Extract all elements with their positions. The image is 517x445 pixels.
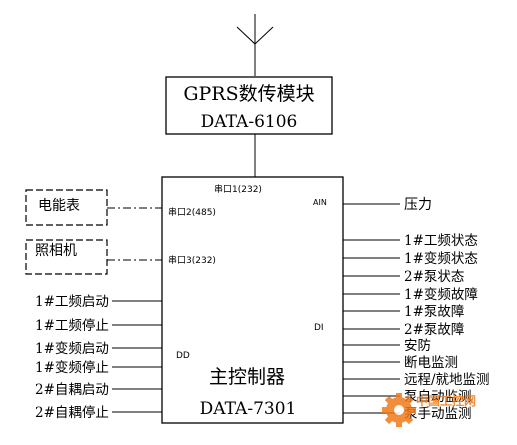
gprs-module-box <box>165 76 333 135</box>
serial2-port-label: 串口2(485) <box>168 207 216 218</box>
antenna-icon <box>236 14 274 76</box>
di-signal-label: 安防 <box>404 338 431 354</box>
ain-signal-label: 压力 <box>404 197 432 213</box>
ain-port-label: AIN <box>313 198 327 207</box>
gprs-module-model: DATA-6106 <box>201 112 298 132</box>
di-signal-label: 1#工频状态 <box>404 233 478 249</box>
dd-port-label: DD <box>176 351 190 361</box>
di-signal-label: 2#泵故障 <box>404 322 464 338</box>
meter-box <box>25 189 108 226</box>
di-signal-label: 1#变频故障 <box>404 287 478 303</box>
di-signal-label: 1#变频状态 <box>404 251 478 267</box>
controller-box <box>161 176 344 424</box>
watermark-text: 中国工控网 <box>416 393 476 408</box>
di-signal-label: 断电监测 <box>404 355 458 371</box>
di-signal-label: 泵自动监测 <box>404 389 472 405</box>
di-signal-labels: 1#工频状态 1#变频状态 2#泵状态 1#变频故障 1#泵故障 2#泵故障 安… <box>404 233 490 422</box>
dd-signal-label: 2#自耦启动 <box>35 382 109 398</box>
di-signals <box>343 239 400 414</box>
dd-signal-label: 1#工频停止 <box>35 317 109 334</box>
di-signal-label: 泵手动监测 <box>404 406 472 422</box>
dd-signal-label: 1#工频启动 <box>35 294 109 310</box>
serial3-port-label: 串口3(232) <box>168 255 216 266</box>
camera-box <box>25 239 108 275</box>
di-signal-label: 2#泵状态 <box>404 269 464 285</box>
di-signal-label: 远程/就地监测 <box>404 372 490 388</box>
controller-name: 主控制器 <box>209 366 285 388</box>
di-port-label: DI <box>314 323 324 333</box>
meter-label: 电能表 <box>38 198 80 214</box>
gear-icon <box>382 393 416 427</box>
dd-signal-label: 1#变频停止 <box>35 359 109 376</box>
di-signal-label: 1#泵故障 <box>404 304 464 320</box>
controller-model: DATA-7301 <box>200 399 297 419</box>
dd-signals <box>112 300 162 413</box>
camera-label: 照相机 <box>35 243 77 259</box>
serial1-port-label: 串口1(232) <box>214 184 262 195</box>
watermark-logo: 中国工控网 <box>382 393 476 427</box>
dd-signal-label: 2#自耦停止 <box>35 404 109 421</box>
dd-signal-labels: 1#工频启动 1#工频停止 1#变频启动 1#变频停止 2#自耦启动 2#自耦停… <box>35 294 109 421</box>
dd-signal-label: 1#变频启动 <box>35 341 109 357</box>
gprs-module-name: GPRS数传模块 <box>183 83 314 105</box>
